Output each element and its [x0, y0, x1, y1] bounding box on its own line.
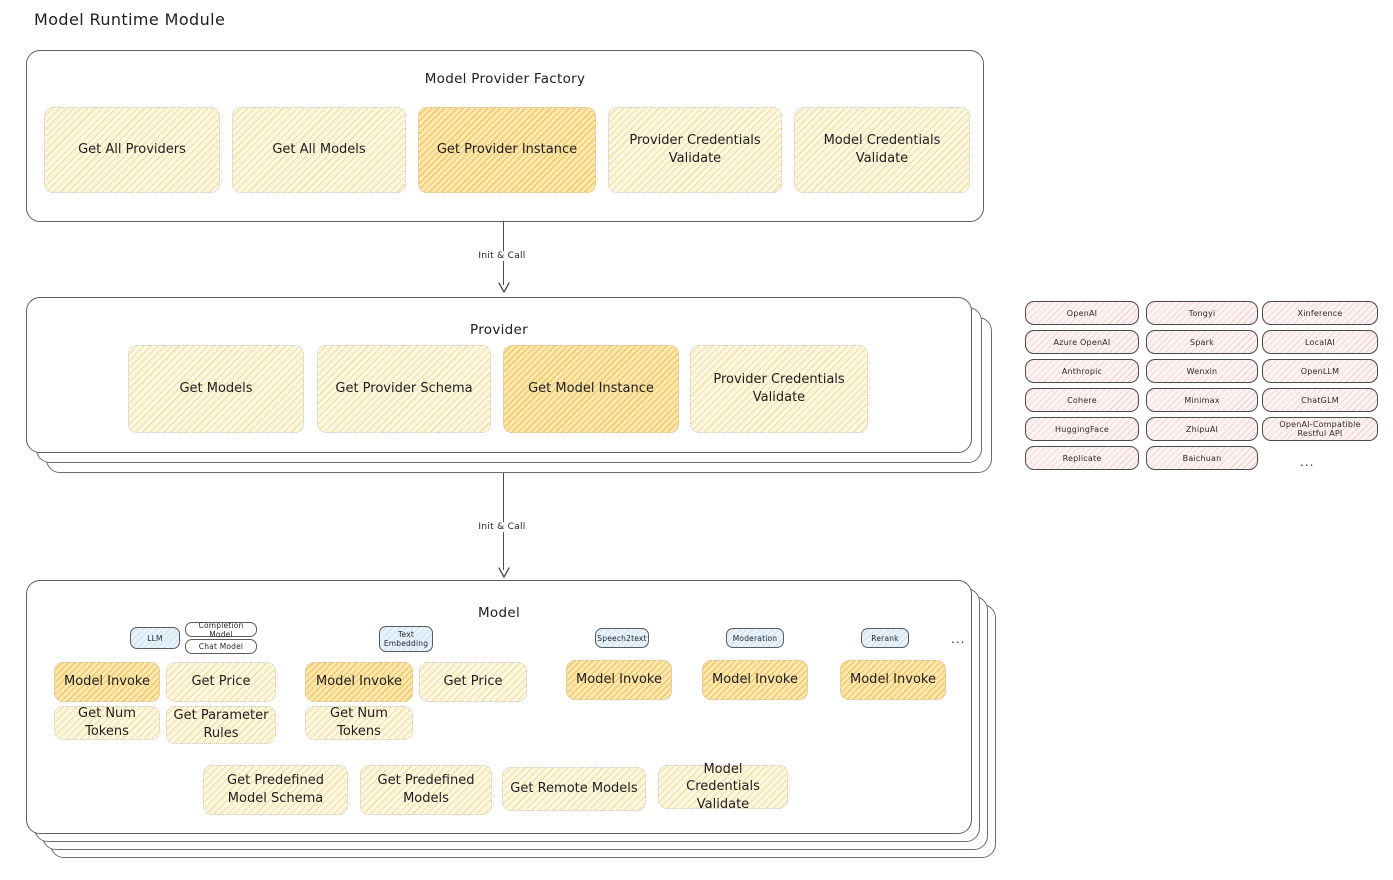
model-method-box[interactable]: Model Invoke	[305, 662, 413, 702]
model-method-box[interactable]: Get Price	[419, 662, 527, 702]
factory-method-box[interactable]: Model Credentials Validate	[794, 107, 970, 193]
model-common-method-box[interactable]: Model Credentials Validate	[658, 762, 788, 812]
provider-pill[interactable]: HuggingFace	[1025, 417, 1139, 441]
model-provider-factory-title: Model Provider Factory	[424, 71, 586, 87]
page-title: Model Runtime Module	[34, 10, 226, 29]
provider-method-box[interactable]: Get Provider Schema	[317, 345, 491, 433]
provider-pill[interactable]: Azure OpenAI	[1025, 330, 1139, 354]
provider-method-box[interactable]: Get Models	[128, 345, 304, 433]
model-common-method-box[interactable]: Get Predefined Model Schema	[203, 765, 348, 815]
model-method-box[interactable]: Model Invoke	[566, 660, 672, 700]
model-sub-type-badge[interactable]: Completion Model	[185, 621, 257, 639]
provider-pill[interactable]: ChatGLM	[1262, 388, 1378, 412]
provider-pill[interactable]: OpenLLM	[1262, 359, 1378, 383]
provider-pill[interactable]: LocalAI	[1262, 330, 1378, 354]
provider-pill[interactable]: Replicate	[1025, 446, 1139, 470]
model-method-box[interactable]: Model Invoke	[54, 662, 160, 702]
model-common-method-box[interactable]: Get Predefined Models	[360, 765, 492, 815]
provider-pill[interactable]: ZhipuAI	[1146, 417, 1258, 441]
provider-title: Provider	[470, 322, 528, 338]
provider-pill[interactable]: Wenxin	[1146, 359, 1258, 383]
model-type-badge[interactable]: LLM	[130, 627, 180, 649]
provider-pill[interactable]: Tongyi	[1146, 301, 1258, 325]
provider-pill[interactable]: OpenAI	[1025, 301, 1139, 325]
model-type-badge[interactable]: Rerank	[861, 628, 909, 648]
model-sub-type-badge[interactable]: Chat Model	[185, 639, 257, 654]
connector-label-init-call-2: Init & Call	[474, 522, 530, 532]
model-method-box[interactable]: Get Price	[166, 662, 276, 702]
arrow-head-icon	[497, 567, 510, 579]
model-method-box[interactable]: Get Num Tokens	[305, 706, 413, 740]
model-types-ellipsis: ...	[951, 632, 966, 646]
model-method-box[interactable]: Model Invoke	[840, 660, 946, 700]
provider-pill[interactable]: Baichuan	[1146, 446, 1258, 470]
arrow-head-icon	[497, 282, 510, 294]
provider-method-box[interactable]: Get Model Instance	[503, 345, 679, 433]
provider-pill[interactable]: Minimax	[1146, 388, 1258, 412]
model-type-badge[interactable]: Moderation	[726, 628, 784, 648]
factory-method-box[interactable]: Provider Credentials Validate	[608, 107, 782, 193]
connector-label-init-call-1: Init & Call	[474, 251, 530, 261]
provider-method-box[interactable]: Provider Credentials Validate	[690, 345, 868, 433]
model-type-badge[interactable]: Text Embedding	[379, 626, 433, 652]
factory-method-box[interactable]: Get All Models	[232, 107, 406, 193]
model-title: Model	[477, 605, 521, 621]
factory-method-box[interactable]: Get Provider Instance	[418, 107, 596, 193]
model-panel: Model	[26, 580, 972, 834]
model-method-box[interactable]: Get Num Tokens	[54, 706, 160, 740]
factory-method-box[interactable]: Get All Providers	[44, 107, 220, 193]
provider-list-ellipsis: ...	[1300, 455, 1315, 469]
provider-pill[interactable]: Anthropic	[1025, 359, 1139, 383]
provider-pill[interactable]: Cohere	[1025, 388, 1139, 412]
provider-pill[interactable]: Xinference	[1262, 301, 1378, 325]
provider-pill[interactable]: Spark	[1146, 330, 1258, 354]
provider-pill[interactable]: OpenAI-Compatible Restful API	[1262, 417, 1378, 441]
model-type-badge[interactable]: Speech2text	[595, 628, 649, 648]
model-method-box[interactable]: Model Invoke	[702, 660, 808, 700]
model-method-box[interactable]: Get Parameter Rules	[166, 706, 276, 744]
model-common-method-box[interactable]: Get Remote Models	[502, 767, 646, 811]
connector-line	[503, 473, 505, 570]
